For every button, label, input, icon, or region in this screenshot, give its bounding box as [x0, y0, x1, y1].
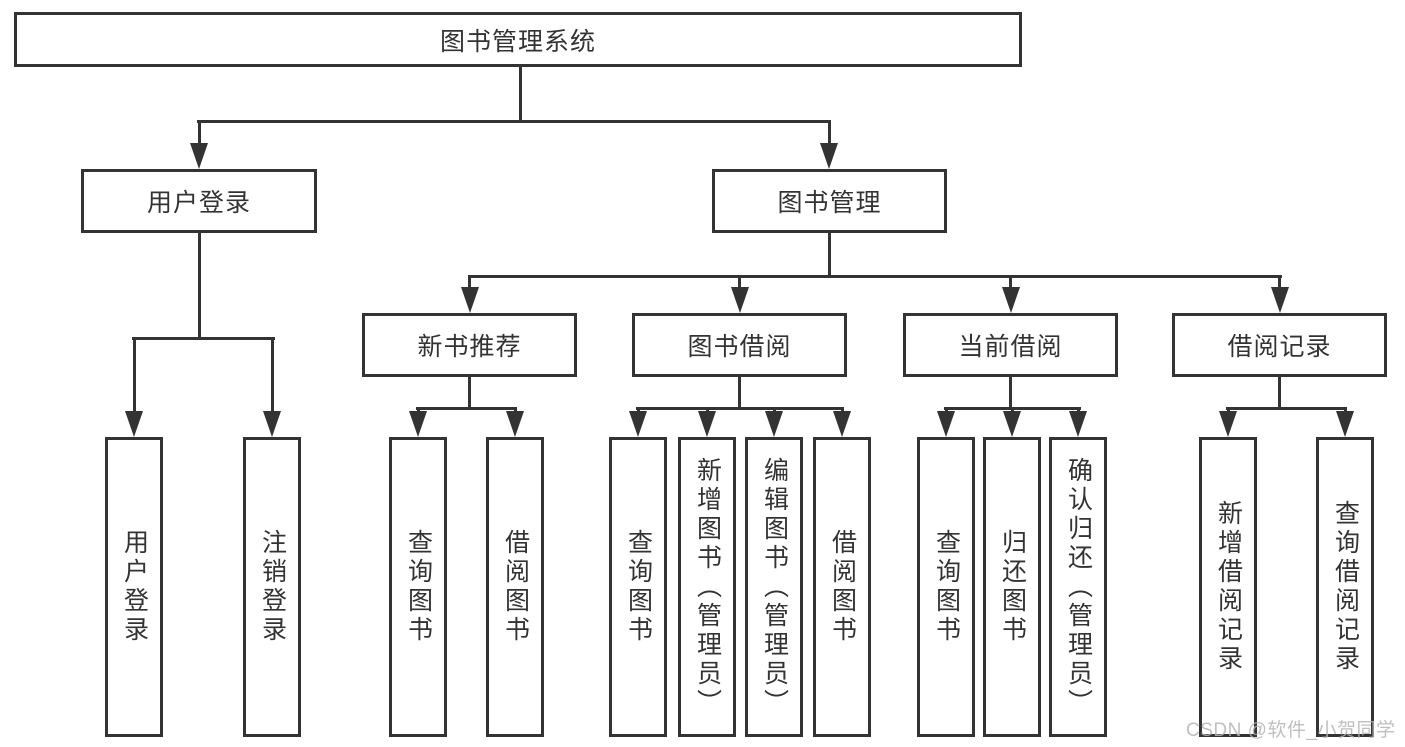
connector-line — [132, 337, 275, 340]
connector-line — [738, 377, 741, 409]
arrow-down-icon — [1219, 411, 1237, 437]
node-root-label: 图书管理系统 — [439, 27, 596, 56]
arrow-down-icon — [190, 143, 208, 169]
node-new-book-recommend: 新书推荐 — [362, 313, 577, 377]
node-borrow-records-label: 借阅记录 — [1227, 333, 1332, 361]
arrow-down-icon — [506, 411, 524, 437]
connector-line — [1226, 407, 1347, 410]
node-root: 图书管理系统 — [14, 12, 1022, 67]
leaf-label: 确认归还（管理员） — [1064, 456, 1093, 718]
arrow-down-icon — [937, 411, 955, 437]
connector-line — [1009, 377, 1012, 409]
arrow-down-icon — [125, 411, 143, 437]
arrow-down-icon — [629, 411, 647, 437]
connector-line — [828, 120, 831, 148]
leaf-edit-books-admin: 编辑图书（管理员） — [745, 437, 803, 737]
arrow-down-icon — [731, 287, 749, 313]
arrow-down-icon — [1336, 411, 1354, 437]
connector-line — [1009, 275, 1012, 291]
node-current-borrowing-label: 当前借阅 — [958, 333, 1063, 361]
arrow-down-icon — [1271, 287, 1289, 313]
connector-line — [133, 337, 136, 415]
arrow-down-icon — [698, 411, 716, 437]
connector-line — [416, 407, 517, 410]
connector-line — [1278, 377, 1281, 409]
leaf-borrow-books-recommend: 借阅图书 — [486, 437, 544, 737]
connector-line — [468, 275, 471, 291]
leaf-label: 查询图书 — [404, 529, 433, 645]
leaf-query-books-current: 查询图书 — [917, 437, 975, 737]
leaf-return-books: 归还图书 — [983, 437, 1041, 737]
arrow-down-icon — [409, 411, 427, 437]
connector-line — [1278, 275, 1281, 291]
leaf-label: 借阅图书 — [828, 529, 857, 645]
connector-line — [197, 120, 830, 123]
leaf-label: 查询图书 — [932, 529, 961, 645]
arrow-down-icon — [263, 411, 281, 437]
leaf-add-borrow-record: 新增借阅记录 — [1199, 437, 1257, 737]
leaf-label: 新增借阅记录 — [1214, 500, 1243, 674]
arrow-down-icon — [765, 411, 783, 437]
leaf-logout-label: 注销登录 — [258, 529, 287, 645]
leaf-label: 编辑图书（管理员） — [760, 456, 789, 718]
leaf-user-login-label: 用户登录 — [120, 529, 149, 645]
leaf-confirm-return-admin: 确认归还（管理员） — [1049, 437, 1107, 737]
leaf-user-login: 用户登录 — [105, 437, 163, 737]
connector-line — [271, 337, 274, 415]
watermark: CSDN @软件_小贺同学 — [1186, 720, 1396, 741]
arrow-down-icon — [1003, 411, 1021, 437]
arrow-down-icon — [1002, 287, 1020, 313]
connector-line — [198, 120, 201, 148]
node-book-borrowing-label: 图书借阅 — [687, 333, 792, 361]
node-user-login: 用户登录 — [81, 169, 317, 233]
arrow-down-icon — [820, 143, 838, 169]
connector-line — [828, 233, 831, 278]
leaf-label: 借阅图书 — [501, 529, 530, 645]
connector-line — [198, 233, 201, 340]
leaf-query-books-recommend: 查询图书 — [389, 437, 447, 737]
leaf-add-books-admin: 新增图书（管理员） — [678, 437, 736, 737]
leaf-label: 归还图书 — [998, 529, 1027, 645]
arrow-down-icon — [1069, 411, 1087, 437]
leaf-label: 新增图书（管理员） — [693, 456, 722, 718]
connector-line — [519, 67, 522, 123]
connector-line — [468, 275, 1282, 278]
leaf-label: 查询借阅记录 — [1331, 500, 1360, 674]
leaf-borrow-books: 借阅图书 — [813, 437, 871, 737]
connector-line — [738, 275, 741, 291]
connector-line — [468, 377, 471, 409]
leaf-label: 查询图书 — [624, 529, 653, 645]
node-current-borrowing: 当前借阅 — [903, 313, 1118, 377]
arrow-down-icon — [833, 411, 851, 437]
leaf-query-books-borrow: 查询图书 — [609, 437, 667, 737]
arrow-down-icon — [461, 287, 479, 313]
connector-line — [636, 407, 844, 410]
node-book-management-label: 图书管理 — [777, 189, 882, 217]
node-book-management: 图书管理 — [712, 169, 947, 233]
node-user-login-label: 用户登录 — [146, 189, 251, 217]
node-new-book-recommend-label: 新书推荐 — [417, 333, 522, 361]
node-book-borrowing: 图书借阅 — [632, 313, 847, 377]
node-borrow-records: 借阅记录 — [1172, 313, 1387, 377]
leaf-logout: 注销登录 — [243, 437, 301, 737]
leaf-query-borrow-record: 查询借阅记录 — [1316, 437, 1374, 737]
